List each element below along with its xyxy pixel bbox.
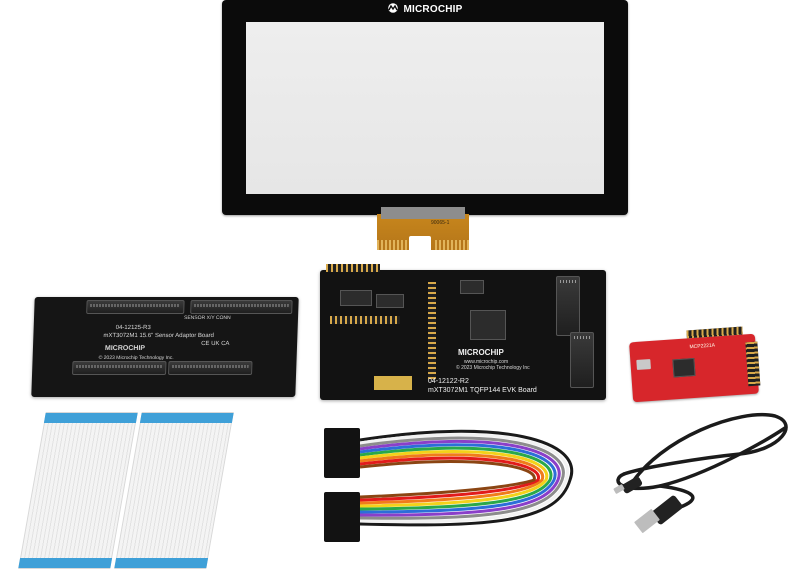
touch-panel-logo-text: MICROCHIP xyxy=(403,3,463,15)
ribbon-wire-9 xyxy=(359,456,540,502)
ribbon-wire-6 xyxy=(359,446,553,511)
adaptor-connector-top-right xyxy=(190,300,293,314)
usb-cable xyxy=(613,413,788,533)
adaptor-connector-bottom-left xyxy=(72,361,167,375)
microchip-logo-icon xyxy=(387,2,399,16)
adaptor-cert-marks: CE UK CA xyxy=(201,341,230,347)
flex-tail-contacts-left xyxy=(377,240,407,250)
ffc-cable-left-tip-bottom xyxy=(18,558,113,568)
debugger-pin-header-right xyxy=(745,341,761,387)
ribbon-wire-10 xyxy=(359,460,536,499)
ffc-cable-left-tip-top xyxy=(43,413,138,423)
adaptor-connector-label: SENSOR X/Y CONN xyxy=(183,315,231,321)
rainbow-ribbon-cable xyxy=(359,429,574,527)
touch-panel-glass xyxy=(246,22,604,194)
evk-main-controller xyxy=(470,310,506,340)
usb-micro-plug-icon xyxy=(613,476,643,494)
adaptor-brand: MICROCHIP xyxy=(104,345,146,352)
ribbon-wire-4 xyxy=(359,439,561,517)
evk-brand: MICROCHIP xyxy=(458,348,504,357)
ribbon-wire-7 xyxy=(359,450,549,508)
evk-board-name: mXT3072M1 TQFP144 EVK Board xyxy=(428,387,537,394)
ribbon-connector-bottom xyxy=(324,492,360,542)
usb-a-plug-icon xyxy=(634,495,683,533)
adaptor-board-name: mXT3072M1 15.6" Sensor Adaptor Board xyxy=(103,333,215,339)
flex-tail-contacts-right xyxy=(435,240,469,250)
evk-part-number: 04-12122-R2 xyxy=(428,378,469,385)
ribbon-wire-3 xyxy=(359,436,565,520)
debugger-label: MCP2221A xyxy=(689,342,716,351)
ribbon-wire-5 xyxy=(359,443,557,514)
ribbon-wire-8 xyxy=(359,453,545,505)
debugger-pin-header-top xyxy=(686,326,743,339)
evk-board: MICROCHIP www.microchip.com © 2023 Micro… xyxy=(320,264,606,400)
evk-gold-pad xyxy=(374,376,412,390)
flex-tail-window xyxy=(409,236,431,250)
flex-tail-label: 90065-1 xyxy=(431,220,450,226)
touch-panel-flex-tail: 90065-1 xyxy=(377,214,469,250)
evk-ic-1 xyxy=(340,290,372,306)
adaptor-connector-bottom-right xyxy=(168,361,253,375)
sensor-adaptor-board: SENSOR X/Y CONN 04-12125-R3 mXT3072M1 15… xyxy=(31,297,299,397)
evk-ic-2 xyxy=(376,294,404,308)
ffc-cable-right-tip-top xyxy=(139,413,234,423)
evk-ic-3 xyxy=(460,280,484,294)
evk-ffc-connector-top xyxy=(556,276,580,336)
touch-panel-logo: MICROCHIP xyxy=(222,2,628,16)
evk-pin-header-vertical xyxy=(428,282,436,382)
touch-panel-flex-stiffener xyxy=(381,207,465,219)
debugger-board: MCP2221A xyxy=(629,326,761,403)
evk-pin-header-top xyxy=(326,264,380,272)
ffc-cable-right-tip-bottom xyxy=(114,558,209,568)
usb-cable-loop-2 xyxy=(616,426,787,491)
evk-website: www.microchip.com xyxy=(464,359,509,365)
debugger-usb-port xyxy=(636,359,651,370)
ribbon-wire-1 xyxy=(359,429,574,527)
evk-ffc-connector-bottom xyxy=(570,332,594,388)
debugger-ic xyxy=(672,357,696,378)
ribbon-connector-top xyxy=(324,428,360,478)
evk-copyright: © 2023 Microchip Technology Inc xyxy=(456,365,530,371)
evk-pin-header-left xyxy=(330,316,400,324)
adaptor-part-number: 04-12125-R3 xyxy=(115,325,151,331)
touch-panel: MICROCHIP xyxy=(222,0,628,215)
ribbon-wire-2 xyxy=(359,433,569,524)
adaptor-connector-top-left xyxy=(86,300,185,314)
usb-cable-loop-1 xyxy=(622,413,788,488)
